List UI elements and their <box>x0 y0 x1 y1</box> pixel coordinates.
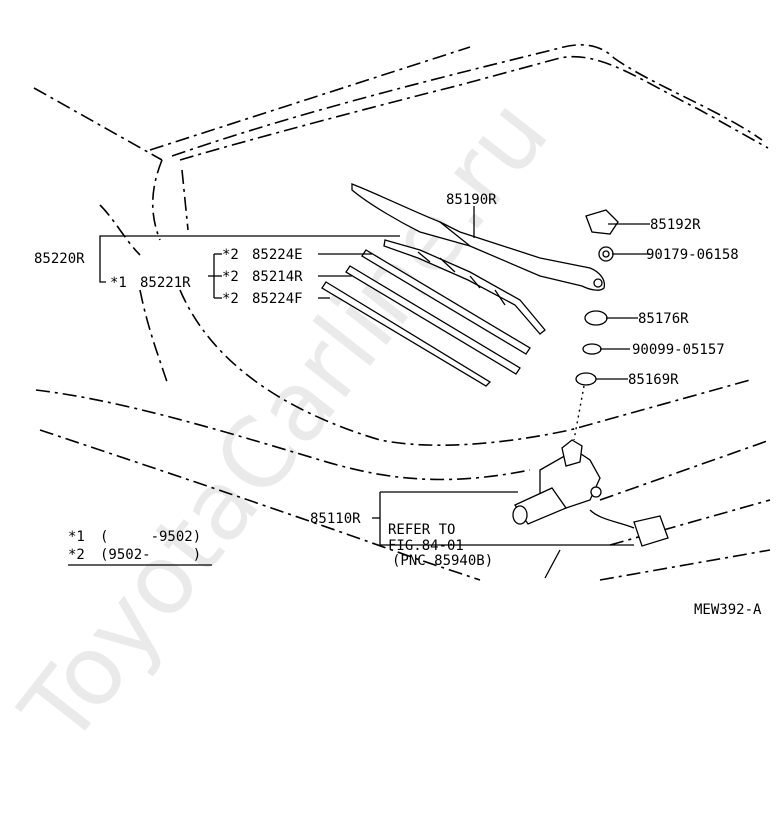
legend-mark-2: *2 <box>68 547 85 563</box>
part-number-85110r: 85110R <box>310 511 361 527</box>
part-number-85192r: 85192R <box>650 217 701 233</box>
refer-line-3: (PNC 85940B) <box>392 553 493 569</box>
part-number-85224f: 85224F <box>252 291 303 307</box>
watermark-text: ToyotaCarline.ru <box>0 79 570 765</box>
leader-lines <box>68 206 650 566</box>
part-number-90179-06158: 90179-06158 <box>646 247 739 263</box>
vehicle-body-outline <box>33 44 771 581</box>
part-labels: 85190R 85192R 90179-06158 85176R 90099-0… <box>34 192 762 618</box>
wiper-arm-illustration <box>351 183 606 291</box>
figure-code: MEW392-A <box>694 602 762 618</box>
marker-2-a: *2 <box>222 247 239 263</box>
wiper-motor-illustration <box>512 439 669 547</box>
part-number-85176r: 85176R <box>638 311 689 327</box>
part-number-85220r: 85220R <box>34 251 85 267</box>
legend-range-1: ( -9502) <box>100 529 201 545</box>
small-parts-illustration <box>573 209 619 441</box>
refer-line-1: REFER TO <box>388 522 455 538</box>
legend-range-2: (9502- ) <box>100 547 201 563</box>
part-number-85221r: 85221R <box>140 275 191 291</box>
refer-line-2: FIG.84-01 <box>388 538 464 554</box>
marker-1: *1 <box>110 275 127 291</box>
legend-mark-1: *1 <box>68 529 85 545</box>
part-number-85190r: 85190R <box>446 192 497 208</box>
marker-2-c: *2 <box>222 291 239 307</box>
part-number-85224e: 85224E <box>252 247 303 263</box>
marker-2-b: *2 <box>222 269 239 285</box>
part-number-85214r: 85214R <box>252 269 303 285</box>
part-number-85169r: 85169R <box>628 372 679 388</box>
part-number-90099-05157: 90099-05157 <box>632 342 725 358</box>
wiper-blade-illustration <box>321 239 546 387</box>
